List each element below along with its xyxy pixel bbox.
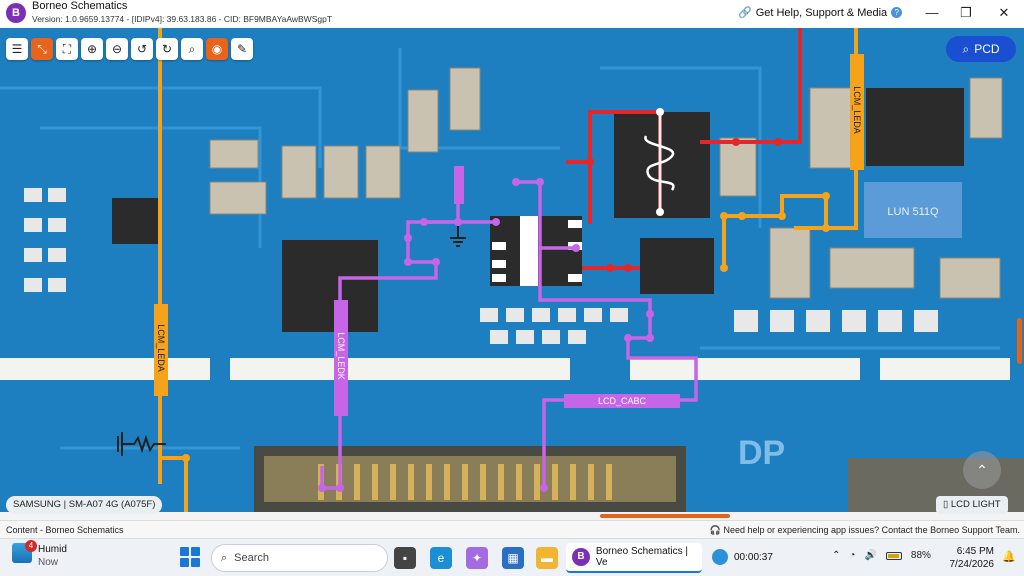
net-label-lcm-ledk[interactable]: [334, 300, 348, 416]
lcd-light-button[interactable]: ▯ LCD LIGHT: [936, 496, 1008, 514]
clock[interactable]: 6:45 PM 7/24/2026: [944, 545, 995, 571]
minimize-button[interactable]: —: [925, 5, 939, 20]
horizontal-scrollbar[interactable]: [600, 514, 730, 518]
pcd-label: PCD: [974, 42, 1000, 56]
clock-date: 7/24/2026: [949, 559, 995, 570]
net-label-text: LCM_LEDK: [336, 332, 346, 380]
net-label-text: LCM_LEDA: [852, 86, 862, 134]
mouse-icon[interactable]: ◉: [206, 38, 228, 60]
maximize-button[interactable]: ❐: [960, 5, 972, 20]
status-bar: Content - Borneo Schematics 🎧 Need help …: [0, 520, 1024, 538]
lcd-light-label: LCD LIGHT: [950, 499, 1001, 510]
taskbar-app-title: Borneo Schematics | Ve: [595, 546, 689, 568]
search-placeholder: Search: [234, 552, 270, 564]
weather-title: Humid: [38, 544, 67, 555]
file-explorer-icon[interactable]: ▬: [536, 547, 558, 569]
battery-percent: 88%: [910, 550, 931, 561]
fullscreen-icon[interactable]: ⛶: [56, 38, 78, 60]
clock-time: 6:45 PM: [956, 546, 994, 557]
canvas-toolbar: ☰ ⤡ ⛶ ⊕ ⊖ ↺ ↻ ⌕ ◉ ✎: [6, 38, 253, 60]
lun-chip: [864, 182, 962, 238]
weather-subtitle: Now: [38, 557, 59, 568]
help-question-icon: ?: [891, 7, 903, 18]
chip-marking: LUN 511Q: [887, 206, 939, 218]
collapse-icon[interactable]: ⤡: [31, 38, 53, 60]
battery-icon[interactable]: [885, 551, 902, 560]
net-label-lcd-cabc[interactable]: [564, 394, 680, 408]
volume-icon[interactable]: 🔊: [864, 550, 877, 561]
support-contact-link[interactable]: 🎧 Need help or experiencing app issues? …: [709, 525, 1020, 535]
rotate-left-icon[interactable]: ↺: [131, 38, 153, 60]
notification-badge: 4: [25, 540, 37, 552]
window-title: Borneo Schematics: [32, 0, 128, 12]
window-subtitle: Version: 1.0.9659.13774 - [IDIPv4]: 39.6…: [32, 14, 333, 24]
task-view-icon[interactable]: ▪: [394, 547, 416, 569]
wifi-icon[interactable]: ◔: [849, 550, 856, 561]
net-label-text: LCM_LEDA: [156, 324, 166, 372]
weather-icon: 4: [12, 540, 37, 563]
net-label-lcm-leda-right[interactable]: [850, 54, 864, 170]
close-button[interactable]: ✕: [998, 5, 1010, 20]
weather-widget[interactable]: 4 Humid Now: [12, 540, 67, 569]
taskbar-search[interactable]: ⌕ Search: [211, 544, 388, 572]
list-icon[interactable]: ☰: [6, 38, 28, 60]
windows-taskbar: 4 Humid Now ⌕ Search ▪ e ✦ ▦ ▬ B Borneo …: [0, 538, 1024, 576]
search-icon: ⌕: [962, 41, 970, 56]
pcd-button[interactable]: ⌕ PCD: [946, 36, 1016, 62]
scroll-up-button[interactable]: ⌃: [963, 451, 1001, 489]
board-canvas[interactable]: LCM_LEDA LCM_LEDA LCM_LEDK LCD_CABC LUN …: [0, 28, 1024, 512]
net-label-lcm-leda-left[interactable]: [154, 304, 168, 396]
status-right-text: Need help or experiencing app issues? Co…: [723, 525, 1020, 535]
vertical-scrollbar[interactable]: [1017, 318, 1022, 364]
chevron-up-icon[interactable]: ⌃: [832, 550, 841, 561]
draw-icon[interactable]: ✎: [231, 38, 253, 60]
search-icon: ⌕: [221, 551, 228, 564]
help-link-label: Get Help, Support & Media: [755, 6, 888, 19]
system-tray: ⌃ ◔ 🔊 88%: [832, 550, 931, 561]
title-bar: B Borneo Schematics Version: 1.0.9659.13…: [0, 0, 1024, 28]
store-icon[interactable]: ▦: [502, 547, 524, 569]
zoom-out-icon[interactable]: ⊖: [106, 38, 128, 60]
rotate-right-icon[interactable]: ↻: [156, 38, 178, 60]
help-support-link[interactable]: 🔗 Get Help, Support & Media ?: [738, 6, 903, 19]
silk-dp-text: DP: [738, 434, 786, 472]
device-label: SAMSUNG | SM-A07 4G (A075F): [6, 496, 163, 514]
notification-bell-icon[interactable]: 🔔: [1002, 551, 1016, 563]
edge-icon[interactable]: e: [430, 547, 452, 569]
app-logo-icon: B: [6, 3, 26, 23]
search-icon[interactable]: ⌕: [181, 38, 203, 60]
screen-recorder[interactable]: 00:00:37: [712, 549, 773, 565]
net-label-text: LCD_CABC: [597, 396, 646, 406]
borneo-app-icon: B: [572, 548, 590, 566]
board-image: [0, 28, 1024, 512]
start-button[interactable]: [180, 547, 200, 567]
status-left-text: Content - Borneo Schematics: [6, 525, 124, 535]
recorder-icon: [712, 549, 728, 565]
zoom-in-icon[interactable]: ⊕: [81, 38, 103, 60]
copilot-icon[interactable]: ✦: [466, 547, 488, 569]
link-icon: 🔗: [738, 7, 752, 19]
recorder-time: 00:00:37: [734, 551, 773, 563]
taskbar-borneo-app[interactable]: B Borneo Schematics | Ve: [566, 543, 702, 573]
